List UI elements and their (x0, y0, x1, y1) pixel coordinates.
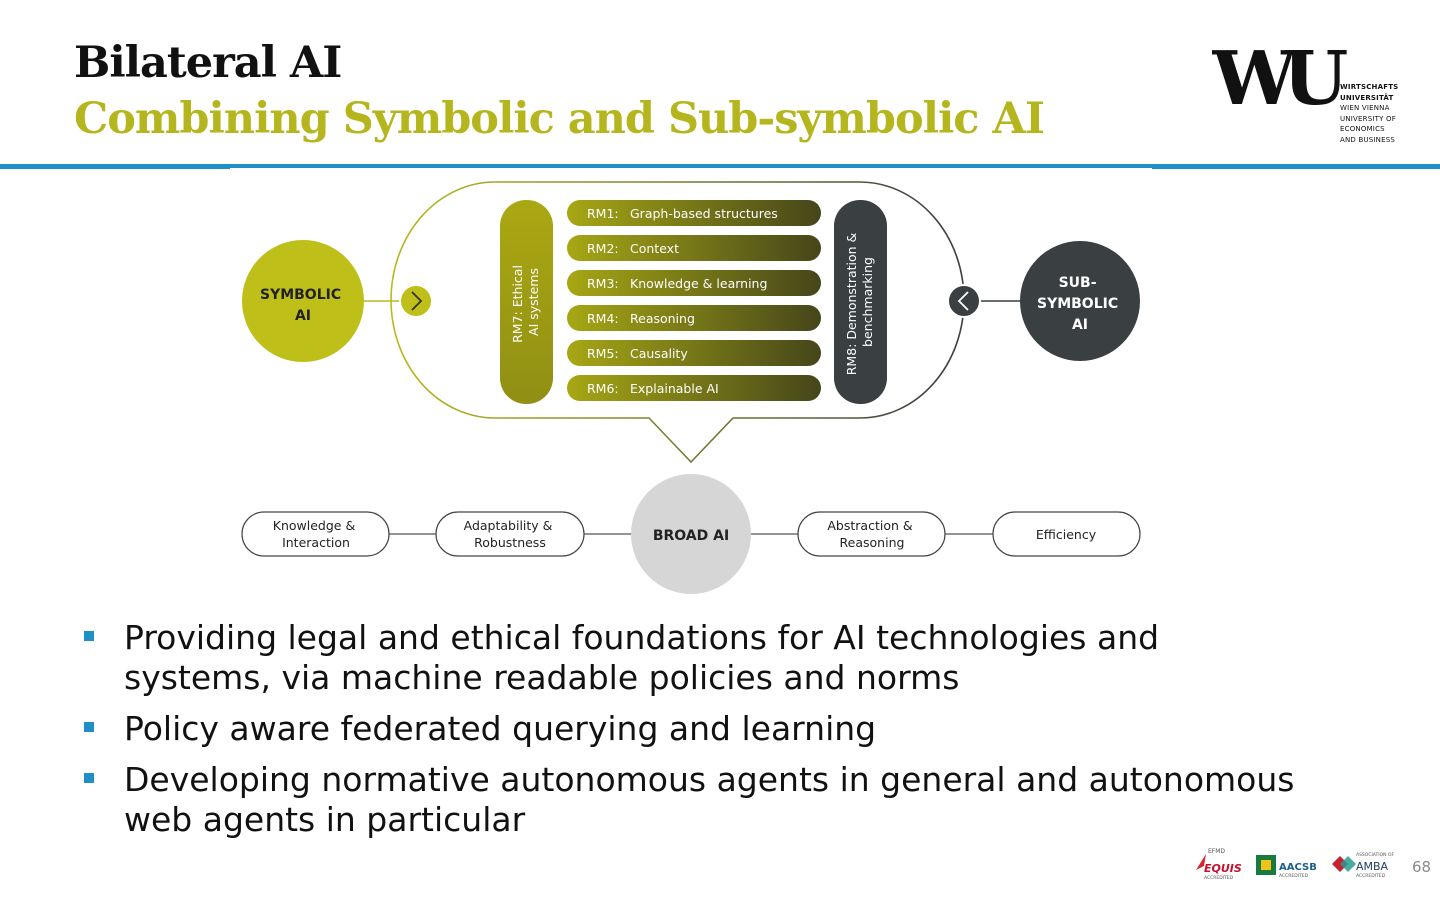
bullet-text: Providing legal and ethical foundations … (124, 618, 1160, 697)
svg-text:ACCREDITED: ACCREDITED (1356, 873, 1386, 879)
symbolic-ai-label: SYMBOLIC AI (260, 287, 346, 324)
bottom-pill: Abstraction & Reasoning (797, 511, 946, 557)
svg-text:RM3:: RM3: (587, 276, 619, 291)
logo-line: ECONOMICS (1340, 125, 1385, 133)
svg-text:Adaptability & Robustnes: Adaptability & Robustness (464, 518, 557, 550)
bottom-pill: Adaptability & Robustness (435, 511, 585, 557)
chevron-left-icon (957, 291, 969, 311)
bullet-item: Providing legal and ethical foundations … (80, 618, 1310, 698)
svg-text:Abstraction & Reasoning: Abstraction & Reasoning (827, 518, 916, 550)
square-bullet-icon (84, 722, 94, 732)
slide-subtitle: Combining Symbolic and Sub-symbolic AI (74, 94, 1045, 144)
logo-line: WIEN VIENNA (1340, 104, 1390, 112)
svg-text:RM4:: RM4: (587, 311, 619, 326)
bubble-outline (390, 181, 965, 464)
page-number: 68 (1412, 858, 1432, 876)
rm-item: RM5: Causality (567, 340, 821, 366)
svg-text:ASSOCIATION OF: ASSOCIATION OF (1356, 852, 1394, 858)
svg-text:EQUIS: EQUIS (1204, 862, 1242, 875)
rm-item: RM4: Reasoning (567, 305, 821, 331)
rm7-label: RM7: Ethical AI systems (510, 261, 541, 343)
rm8-pill (834, 200, 887, 404)
equis-logo: EFMD EQUIS ACCREDITED (1196, 848, 1242, 881)
svg-text:AMBA: AMBA (1356, 860, 1389, 873)
rm-item: RM3: Knowledge & learning (567, 270, 821, 296)
svg-text:ACCREDITED: ACCREDITED (1204, 875, 1234, 881)
bottom-pill: Knowledge & Interaction (241, 511, 390, 557)
rm8-label: RM8: Demonstration & benchmarking (844, 229, 875, 376)
broad-ai-circle (631, 474, 751, 594)
rm-item: RM2: Context (567, 235, 821, 261)
svg-text:RM2:: RM2: (587, 241, 619, 256)
svg-text:RM5:: RM5: (587, 346, 619, 361)
svg-text:Reasoning: Reasoning (630, 311, 695, 326)
wu-logo: WU (1212, 42, 1361, 122)
svg-text:Explainable AI: Explainable AI (630, 381, 719, 396)
wu-logo-mark: WU (1212, 42, 1347, 122)
svg-text:EFMD: EFMD (1208, 848, 1225, 855)
logo-line: UNIVERSITÄT (1340, 93, 1394, 102)
logo-line: WIRTSCHAFTS (1340, 83, 1399, 91)
bullet-item: Developing normative autonomous agents i… (80, 760, 1310, 840)
chevron-right-icon (411, 291, 423, 311)
svg-text:AACSB: AACSB (1279, 862, 1317, 873)
aacsb-logo: AACSB ACCREDITED (1256, 855, 1317, 879)
svg-text:Graph-based structures: Graph-based structures (630, 206, 778, 221)
logo-line: AND BUSINESS (1340, 135, 1396, 144)
rm-list: RM1: Graph-based structures RM2: Context… (567, 200, 821, 401)
rm-item: RM6: Explainable AI (567, 375, 821, 401)
chevron-left-badge (947, 284, 981, 318)
svg-text:Context: Context (630, 241, 679, 256)
svg-text:Knowledge & Interaction: Knowledge & Interaction (273, 518, 359, 550)
symbolic-ai-circle (242, 240, 364, 362)
accreditation-logos: EFMD EQUIS ACCREDITED AACSB ACCREDITED A… (1196, 848, 1394, 881)
svg-text:Efficiency: Efficiency (1036, 527, 1097, 542)
rm-item: RM1: Graph-based structures (567, 200, 821, 226)
bullet-item: Policy aware federated querying and lear… (80, 709, 1310, 749)
broad-ai-label: BROAD AI (653, 528, 729, 544)
bullet-list: Providing legal and ethical foundations … (80, 618, 1310, 851)
subsymbolic-ai-label: SUB- SYMBOLIC AI (1037, 275, 1123, 333)
svg-text:RM1:: RM1: (587, 206, 619, 221)
square-bullet-icon (84, 773, 94, 783)
bullet-text: Developing normative autonomous agents i… (124, 760, 1295, 839)
logo-line: UNIVERSITY OF (1340, 114, 1396, 123)
svg-text:Knowledge & learning: Knowledge & learning (630, 276, 767, 291)
bullet-text: Policy aware federated querying and lear… (124, 709, 877, 748)
svg-text:RM6:: RM6: (587, 381, 619, 396)
svg-text:ACCREDITED: ACCREDITED (1279, 873, 1309, 879)
header-rule (0, 164, 1440, 169)
rm7-pill (500, 200, 553, 404)
amba-logo: ASSOCIATION OF AMBA ACCREDITED (1332, 852, 1394, 879)
square-bullet-icon (84, 631, 94, 641)
wu-logo-text: WIRTSCHAFTS UNIVERSITÄT WIEN VIENNA UNIV… (1340, 82, 1398, 145)
svg-text:Causality: Causality (630, 346, 688, 361)
bottom-pill: Efficiency (992, 511, 1141, 557)
subsymbolic-ai-circle (1020, 241, 1140, 361)
chevron-right-badge (399, 284, 433, 318)
slide-title: Bilateral AI (74, 38, 342, 88)
bilateral-ai-diagram: SYMBOLIC AI SUB- SYMBOLIC AI RM7: Ethica… (230, 168, 1152, 600)
